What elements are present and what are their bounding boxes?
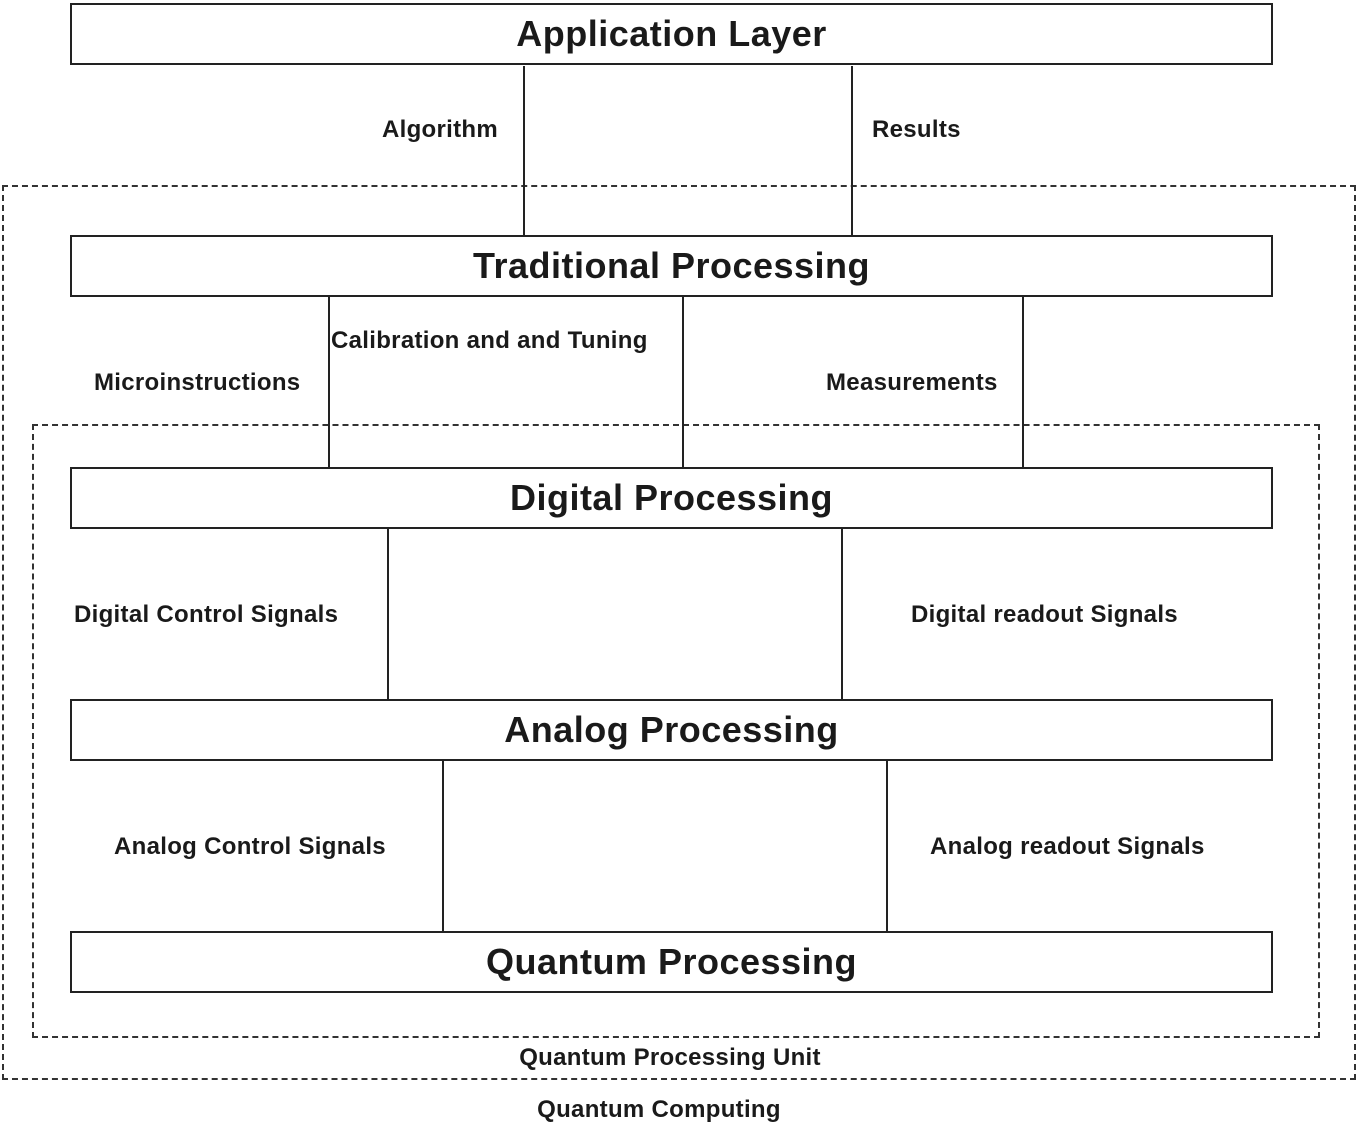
digital-processing-box: Digital Processing	[70, 467, 1273, 529]
microinstructions-label: Microinstructions	[94, 369, 301, 396]
application-layer-box: Application Layer	[70, 3, 1273, 65]
algorithm-connector	[523, 66, 525, 235]
analog-readout-label: Analog readout Signals	[930, 833, 1205, 860]
analog-processing-box: Analog Processing	[70, 699, 1273, 761]
analog-control-label: Analog Control Signals	[114, 833, 386, 860]
results-connector	[851, 66, 853, 235]
results-label: Results	[872, 116, 961, 143]
quantum-computing-boundary	[2, 185, 1356, 1080]
digital-readout-label: Digital readout Signals	[911, 601, 1178, 628]
traditional-processing-box: Traditional Processing	[70, 235, 1273, 297]
calibration-label: Calibration and and Tuning	[331, 327, 648, 354]
digital-readout-connector	[841, 529, 843, 699]
measurements-label: Measurements	[826, 369, 998, 396]
quantum-processing-unit-boundary	[32, 424, 1320, 1038]
calibration-connector	[682, 297, 684, 467]
measurements-connector	[1022, 297, 1024, 467]
quantum-computing-caption: Quantum Computing	[537, 1096, 781, 1123]
algorithm-label: Algorithm	[382, 116, 499, 143]
quantum-processing-box: Quantum Processing	[70, 931, 1273, 993]
digital-control-connector	[387, 529, 389, 699]
digital-control-label: Digital Control Signals	[74, 601, 339, 628]
analog-control-connector	[442, 761, 444, 931]
microinstructions-connector	[328, 297, 330, 467]
quantum-processing-unit-caption: Quantum Processing Unit	[519, 1044, 821, 1071]
analog-readout-connector	[886, 761, 888, 931]
